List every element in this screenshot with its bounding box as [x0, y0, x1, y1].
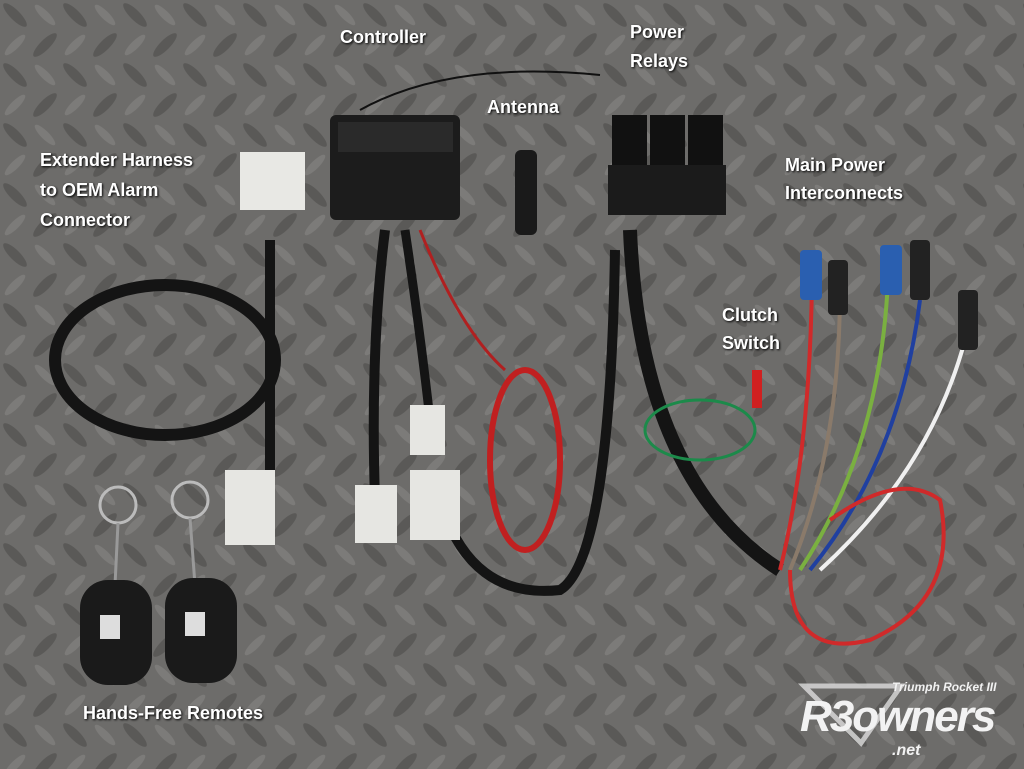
label-main-power-1: Main Power	[785, 155, 886, 175]
label-clutch-1: Clutch	[722, 305, 778, 325]
watermark-logo: Triumph Rocket III R3owners .net	[796, 680, 1022, 766]
label-clutch-2: Switch	[722, 333, 781, 353]
label-power-relays-2: Relays	[630, 51, 689, 71]
label-extender-1: Extender Harness	[40, 150, 194, 170]
watermark-brand: R3owners	[800, 692, 996, 741]
watermark-domain: .net	[892, 742, 921, 759]
label-power-relays-1: Power	[630, 22, 685, 42]
label-extender-2: to OEM Alarm	[40, 180, 159, 200]
label-controller: Controller	[340, 27, 427, 47]
label-extender-3: Connector	[40, 210, 130, 230]
power-relays	[608, 115, 726, 215]
label-remotes: Hands-Free Remotes	[83, 703, 264, 723]
watermark-tagline: Triumph Rocket III	[892, 680, 997, 694]
remote-1	[80, 485, 152, 685]
controller-box	[330, 115, 460, 220]
remote-2	[165, 480, 237, 683]
label-antenna: Antenna	[487, 97, 559, 117]
label-main-power-2: Interconnects	[785, 183, 904, 203]
